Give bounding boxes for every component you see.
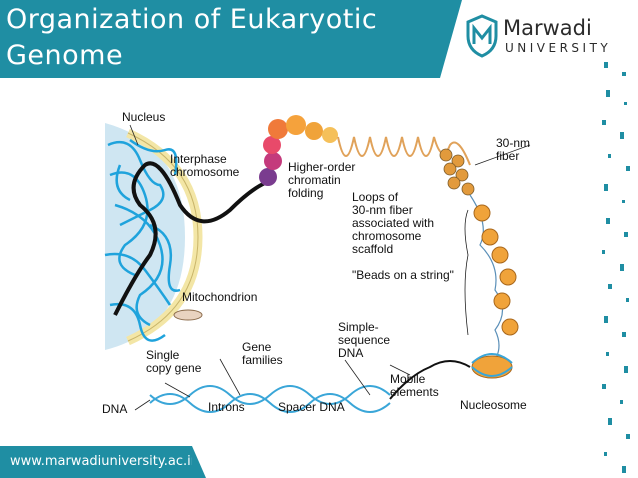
label-loops: Loops of 30-nm fiber associated with chr… (352, 191, 434, 256)
page-title-line-1: Organization of Eukaryotic (6, 4, 378, 35)
label-mobile-elements: Mobile elements (390, 373, 439, 399)
label-spacer-dna: Spacer DNA (278, 400, 345, 414)
label-mobile-line-2: elements (390, 385, 439, 399)
label-nucleus: Nucleus (122, 110, 166, 124)
footer-url: www.marwadiuniversity.ac.in (10, 454, 199, 469)
genome-illustration (104, 115, 531, 413)
label-simple-line-3: DNA (338, 346, 364, 360)
genome-diagram: Nucleus Interphase chromosome Higher-ord… (90, 105, 550, 425)
label-30nm-line-1: 30-nm (496, 136, 531, 150)
label-single-line-1: Single (146, 348, 180, 362)
decorative-dots (602, 62, 630, 473)
label-loops-line-2: 30-nm fiber (352, 203, 413, 217)
label-single-copy-gene: Single copy gene (146, 349, 201, 375)
mitochondrion-shape (173, 309, 203, 321)
label-gene-families-line-2: families (242, 353, 283, 367)
label-loops-line-5: scaffold (352, 242, 394, 256)
label-higher-order-line-1: Higher-order (288, 160, 356, 174)
interphase-chromosome-line (113, 161, 266, 316)
label-mobile-line-1: Mobile (390, 372, 426, 386)
title-banner: Organization of Eukaryotic Genome (0, 0, 462, 78)
label-pointers (129, 124, 531, 411)
university-logo: Marwadi UNIVERSITY (465, 14, 625, 60)
footer-bar: www.marwadiuniversity.ac.in (0, 446, 206, 478)
label-gene-families-line-1: Gene (242, 340, 272, 354)
label-gene-families: Gene families (242, 341, 283, 367)
label-simple-line-1: Simple- (338, 320, 379, 334)
label-higher-order: Higher-order chromatin folding (288, 161, 355, 200)
label-30nm-fiber: 30-nm fiber (496, 137, 530, 163)
fiber-30nm-shape (439, 148, 475, 196)
label-30nm-line-2: fiber (496, 149, 520, 163)
page-title-line-2: Genome (6, 40, 124, 71)
nucleosome-shape (471, 353, 513, 379)
label-mitochondrion: Mitochondrion (182, 290, 258, 304)
logo-name: Marwadi (503, 16, 592, 40)
logo-subtitle: UNIVERSITY (505, 41, 612, 55)
label-interphase-line-1: Interphase (170, 152, 227, 166)
dna-helix-shape (149, 385, 391, 413)
higher-order-chromatin-shape (259, 115, 338, 186)
beads-shape (473, 204, 519, 336)
label-beads-on-string: "Beads on a string" (352, 268, 454, 282)
label-single-line-2: copy gene (146, 361, 202, 375)
label-simple-sequence: Simple- sequence DNA (338, 321, 390, 360)
label-higher-order-line-2: chromatin (288, 173, 341, 187)
label-nucleosome: Nucleosome (460, 398, 527, 412)
simple-sequence-line (389, 360, 471, 400)
label-introns: Introns (208, 400, 245, 414)
label-dna: DNA (102, 402, 128, 416)
label-loops-line-4: chromosome (352, 229, 422, 243)
label-loops-line-1: Loops of (352, 190, 399, 204)
label-higher-order-line-3: folding (288, 186, 324, 200)
label-loops-line-3: associated with (352, 216, 435, 230)
label-simple-line-2: sequence (338, 333, 391, 347)
label-interphase-line-2: chromosome (170, 165, 240, 179)
label-interphase-chromosome: Interphase chromosome (170, 153, 239, 179)
shield-icon (466, 14, 498, 58)
bead-string (469, 194, 504, 368)
